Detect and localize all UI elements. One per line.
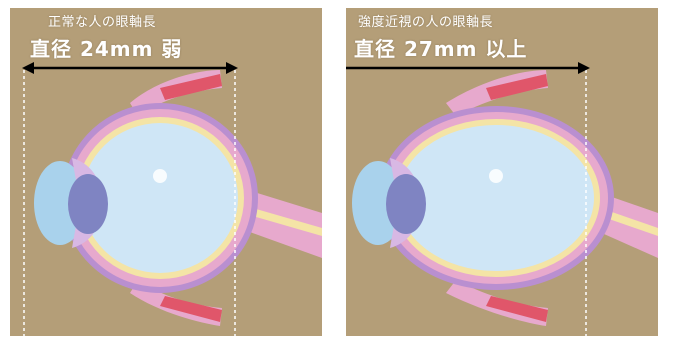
arrow-head-right bbox=[226, 62, 238, 74]
normal-eye-measurement: 直径 24mm 弱 bbox=[30, 33, 182, 62]
normal-eye-caption: 正常な人の眼軸長 bbox=[48, 11, 156, 30]
vitreous-highlight bbox=[153, 169, 167, 183]
myopic-eye-caption: 強度近視の人の眼軸長 bbox=[358, 11, 493, 30]
myopic-eye-panel: 強度近視の人の眼軸長 直径 27mm 以上 bbox=[346, 8, 658, 336]
vitreous-highlight bbox=[489, 169, 503, 183]
crystalline-lens bbox=[68, 174, 108, 234]
arrow-head-right bbox=[578, 62, 590, 74]
crystalline-lens bbox=[386, 174, 426, 234]
normal-eye-panel: 正常な人の眼軸長 直径 24mm 弱 bbox=[10, 8, 322, 336]
vitreous-body bbox=[398, 125, 594, 271]
myopic-eye-measurement: 直径 27mm 以上 bbox=[354, 33, 527, 62]
